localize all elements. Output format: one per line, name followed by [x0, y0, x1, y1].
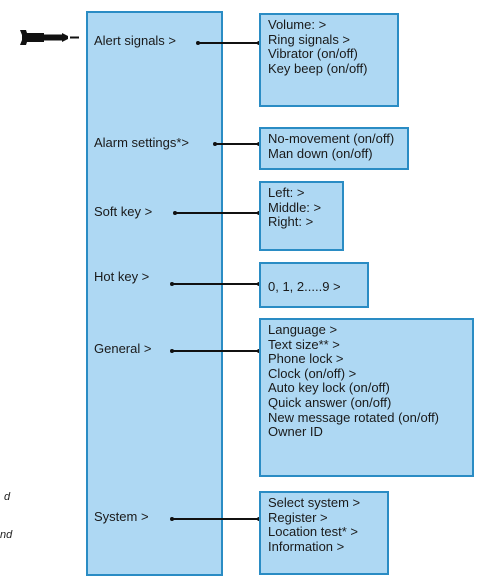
submenu-option[interactable]: Right: >: [268, 214, 314, 230]
submenu-box-1: Volume: >Ring signals >Vibrator (on/off)…: [259, 13, 399, 107]
submenu-option[interactable]: Location test* >: [268, 524, 358, 540]
submenu-box-4: 0, 1, 2.....9 >: [259, 262, 369, 308]
wrench-icon: [20, 30, 79, 45]
submenu-option[interactable]: Vibrator (on/off): [268, 46, 358, 62]
submenu-box-2: No-movement (on/off)Man down (on/off): [259, 127, 409, 170]
submenu-option[interactable]: Quick answer (on/off): [268, 394, 392, 410]
submenu-option[interactable]: Ring signals >: [268, 31, 351, 47]
menu-item-2[interactable]: Alarm settings*>: [94, 135, 190, 150]
connector-line: [170, 517, 261, 521]
submenu-option[interactable]: New message rotated (on/off): [268, 409, 440, 425]
connector-line: [170, 282, 261, 286]
connector-line: [170, 349, 261, 353]
menu-item-1[interactable]: Alert signals >: [94, 33, 177, 48]
submenu-option[interactable]: Clock (on/off) >: [268, 365, 357, 381]
submenu-box-3: Left: >Middle: >Right: >: [259, 181, 344, 251]
submenu-option[interactable]: Language >: [268, 322, 338, 337]
menu-item-4[interactable]: Hot key >: [94, 269, 150, 284]
cut-text-2: nd: [0, 529, 13, 541]
submenu-option[interactable]: Phone lock >: [268, 351, 344, 367]
menu-item-5[interactable]: General >: [94, 341, 152, 356]
menu-item-6[interactable]: System >: [94, 509, 149, 524]
submenu-option[interactable]: Auto key lock (on/off): [268, 380, 390, 396]
connector-line: [196, 41, 261, 45]
submenu-option[interactable]: 0, 1, 2.....9 >: [268, 279, 341, 294]
menu-item-3[interactable]: Soft key >: [94, 204, 153, 219]
submenu-option[interactable]: Select system >: [268, 495, 361, 510]
submenu-option[interactable]: No-movement (on/off): [268, 131, 395, 146]
cut-text-1: d: [4, 491, 11, 503]
submenu-box-6: Select system >Register >Location test* …: [259, 491, 389, 575]
submenu-option[interactable]: Volume: >: [268, 17, 327, 32]
submenu-box-5: Language >Text size** >Phone lock >Clock…: [259, 318, 474, 477]
submenu-option[interactable]: Register >: [268, 509, 328, 525]
submenu-option[interactable]: Information >: [268, 538, 345, 554]
submenu-option[interactable]: Key beep (on/off): [268, 60, 368, 76]
submenu-option[interactable]: Man down (on/off): [268, 145, 373, 161]
submenu-option[interactable]: Middle: >: [268, 199, 322, 215]
submenu-option[interactable]: Owner ID: [268, 424, 323, 440]
submenu-option[interactable]: Left: >: [268, 185, 305, 200]
submenu-option[interactable]: Text size** >: [268, 336, 340, 352]
settings-menu-column: [86, 11, 223, 576]
connector-line: [173, 211, 261, 215]
connector-line: [213, 142, 261, 146]
